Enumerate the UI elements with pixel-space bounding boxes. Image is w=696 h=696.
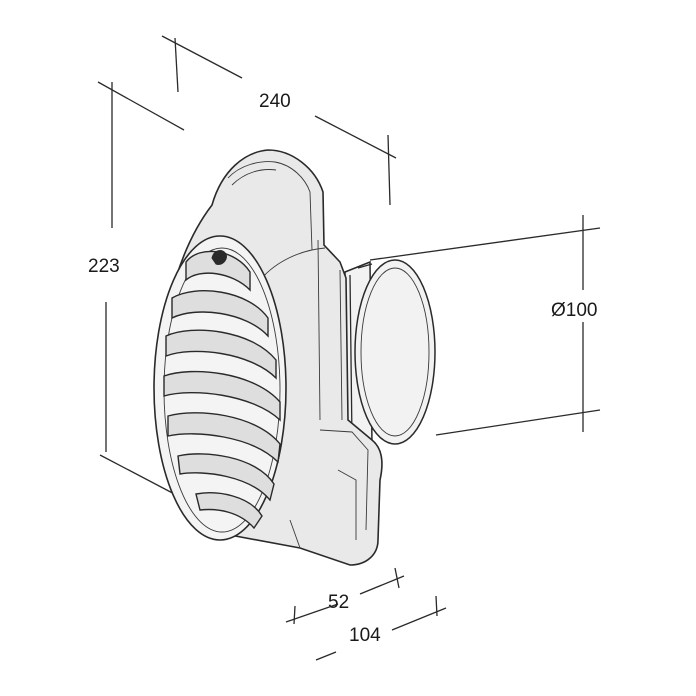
grille-slat-3	[165, 329, 277, 380]
dimension-223: 223	[88, 81, 185, 499]
grille-slat-4	[163, 370, 281, 422]
brand-logo-icon	[211, 250, 227, 265]
dimension-52-label: 52	[328, 592, 349, 613]
grille-slat-6	[177, 453, 275, 502]
dimension-diameter-label: Ø100	[551, 300, 597, 321]
grille-slat-1	[185, 250, 251, 292]
grille-slat-7	[195, 492, 263, 530]
dimension-52-104: 52 104	[285, 567, 447, 661]
dimension-104-label: 104	[349, 625, 381, 646]
pipe-spigot	[344, 259, 436, 449]
dimension-240-label: 240	[259, 91, 291, 112]
grille-face	[153, 235, 287, 541]
dimension-diameter: Ø100	[369, 215, 601, 436]
grille-slat-5	[167, 412, 281, 464]
grille-slat-2	[171, 290, 269, 338]
dimension-240: 240	[161, 35, 397, 206]
dimension-223-label: 223	[88, 256, 120, 277]
